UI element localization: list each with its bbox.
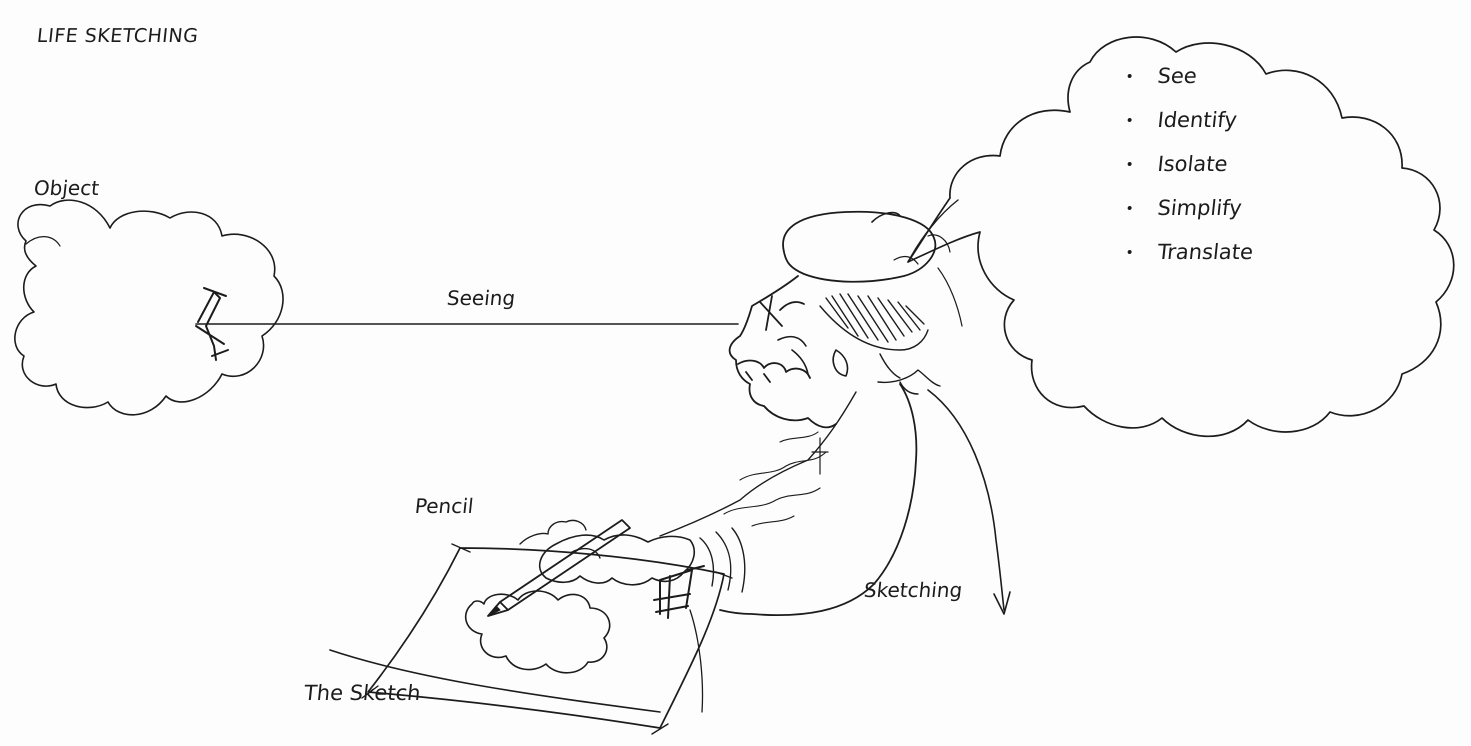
eye <box>760 296 804 330</box>
object-label: Object <box>33 178 100 198</box>
seeing-label: Seeing <box>446 288 516 308</box>
bullet-icon <box>1127 118 1131 122</box>
beret-strokes <box>894 235 962 326</box>
object-cloud-inner-stroke <box>26 237 60 246</box>
paper-sheet <box>368 548 724 728</box>
paper-corner-marks <box>362 544 732 734</box>
thought-step: Identify <box>1123 104 1255 148</box>
bullet-icon <box>1127 250 1131 254</box>
thought-step: See <box>1123 60 1255 104</box>
thought-step-label: See <box>1156 64 1198 88</box>
thought-step-label: Simplify <box>1156 196 1243 220</box>
collar <box>878 370 940 394</box>
hair-hatching <box>820 294 928 378</box>
arm-outline <box>660 392 856 536</box>
pencil-label: Pencil <box>414 496 475 516</box>
torso-line <box>812 438 828 474</box>
sketch-cloud <box>466 591 610 673</box>
thought-step: Translate <box>1123 236 1255 280</box>
thought-step-label: Translate <box>1156 240 1254 264</box>
thought-step-label: Isolate <box>1156 152 1228 176</box>
bullet-icon <box>1127 206 1131 210</box>
bullet-icon <box>1127 162 1131 166</box>
bullet-icon <box>1127 74 1131 78</box>
the-sketch-label: The Sketch <box>303 683 422 704</box>
thought-step: Simplify <box>1123 192 1255 236</box>
sketching-label: Sketching <box>863 580 963 600</box>
thought-steps-list: See Identify Isolate Simplify Translate <box>1125 60 1252 280</box>
face-profile <box>730 276 836 427</box>
ear <box>833 350 847 376</box>
mustache <box>738 361 810 382</box>
sketching-arrow <box>928 390 1004 610</box>
object-cloud <box>15 200 283 415</box>
thought-step: Isolate <box>1123 148 1255 192</box>
sweater-scribble <box>724 432 826 526</box>
thought-step-label: Identify <box>1156 108 1238 132</box>
beret <box>783 212 935 282</box>
beret-stem <box>872 213 900 222</box>
pencil <box>488 520 630 616</box>
hand-mark <box>654 566 704 618</box>
diagram-title: LIFE SKETCHING <box>36 27 199 46</box>
